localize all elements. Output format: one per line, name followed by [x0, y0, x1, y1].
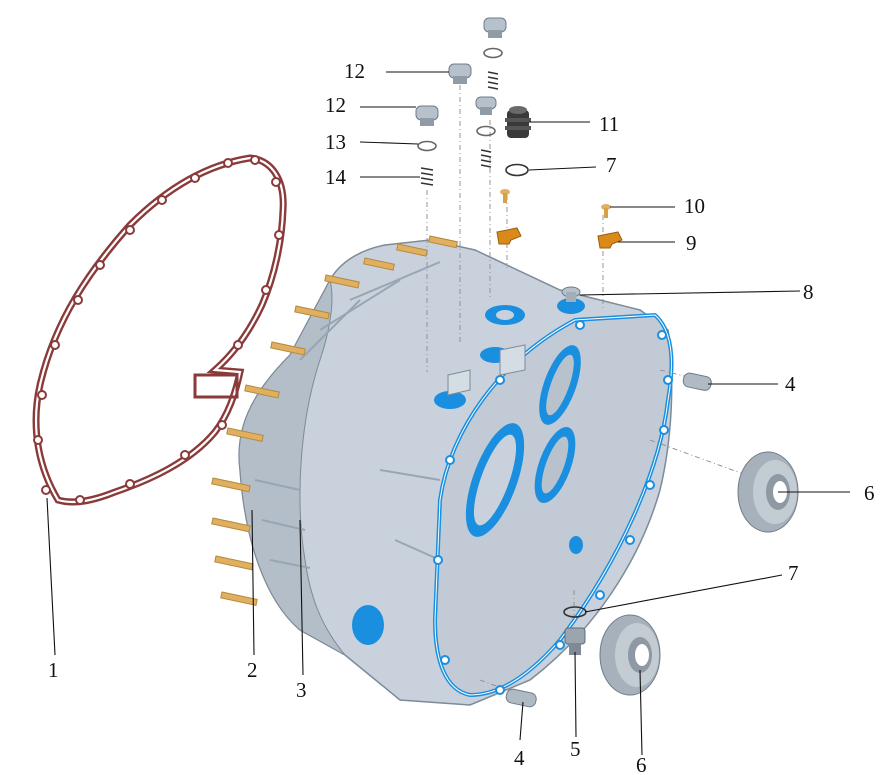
drain-plug-part-5: [564, 627, 586, 655]
callout-5: 5: [570, 737, 581, 761]
housing-part-3: [238, 239, 674, 706]
callout-12-a: 12: [344, 59, 365, 83]
callout-12-b: 12: [325, 93, 346, 117]
plug-part-12-a: [448, 63, 472, 84]
callout-13: 13: [325, 130, 346, 154]
callout-3: 3: [296, 678, 307, 702]
callout-1: 1: [48, 658, 59, 682]
callout-10: 10: [684, 194, 705, 218]
stud-part-8: [561, 286, 581, 302]
bearing-part-6-b: [599, 614, 661, 696]
dowel-part-4-b: [505, 688, 537, 708]
callout-9: 9: [686, 231, 697, 255]
callout-6-bottom: 6: [636, 753, 647, 775]
screw-part-10: [500, 189, 611, 218]
callout-8: 8: [803, 280, 814, 304]
plug-part-12-b: [415, 105, 439, 126]
callout-7-bottom: 7: [788, 561, 799, 585]
callout-4-bottom: 4: [514, 746, 525, 770]
callout-11: 11: [599, 112, 619, 136]
callout-7-top: 7: [606, 153, 617, 177]
plug-top-extra: [475, 17, 507, 115]
breather-part-11: [505, 106, 531, 138]
spring-part-14: [420, 71, 499, 186]
leader-lines: [46, 71, 850, 756]
o-ring-part-7-top: [505, 163, 529, 177]
bracket-part-9: [496, 227, 623, 249]
callout-labels: 1 2 3 4 4 5 6 6 7 7 8 9 10 11 12 12 13 1…: [48, 59, 875, 775]
studs-part-2: [211, 235, 458, 606]
o-ring-part-13: [417, 47, 503, 152]
dowel-part-4-a: [682, 372, 712, 391]
gasket-part-1: [32, 154, 287, 506]
callout-2: 2: [247, 658, 258, 682]
callout-14: 14: [325, 165, 347, 189]
callout-6-right: 6: [864, 481, 875, 505]
callout-4-right: 4: [785, 372, 796, 396]
